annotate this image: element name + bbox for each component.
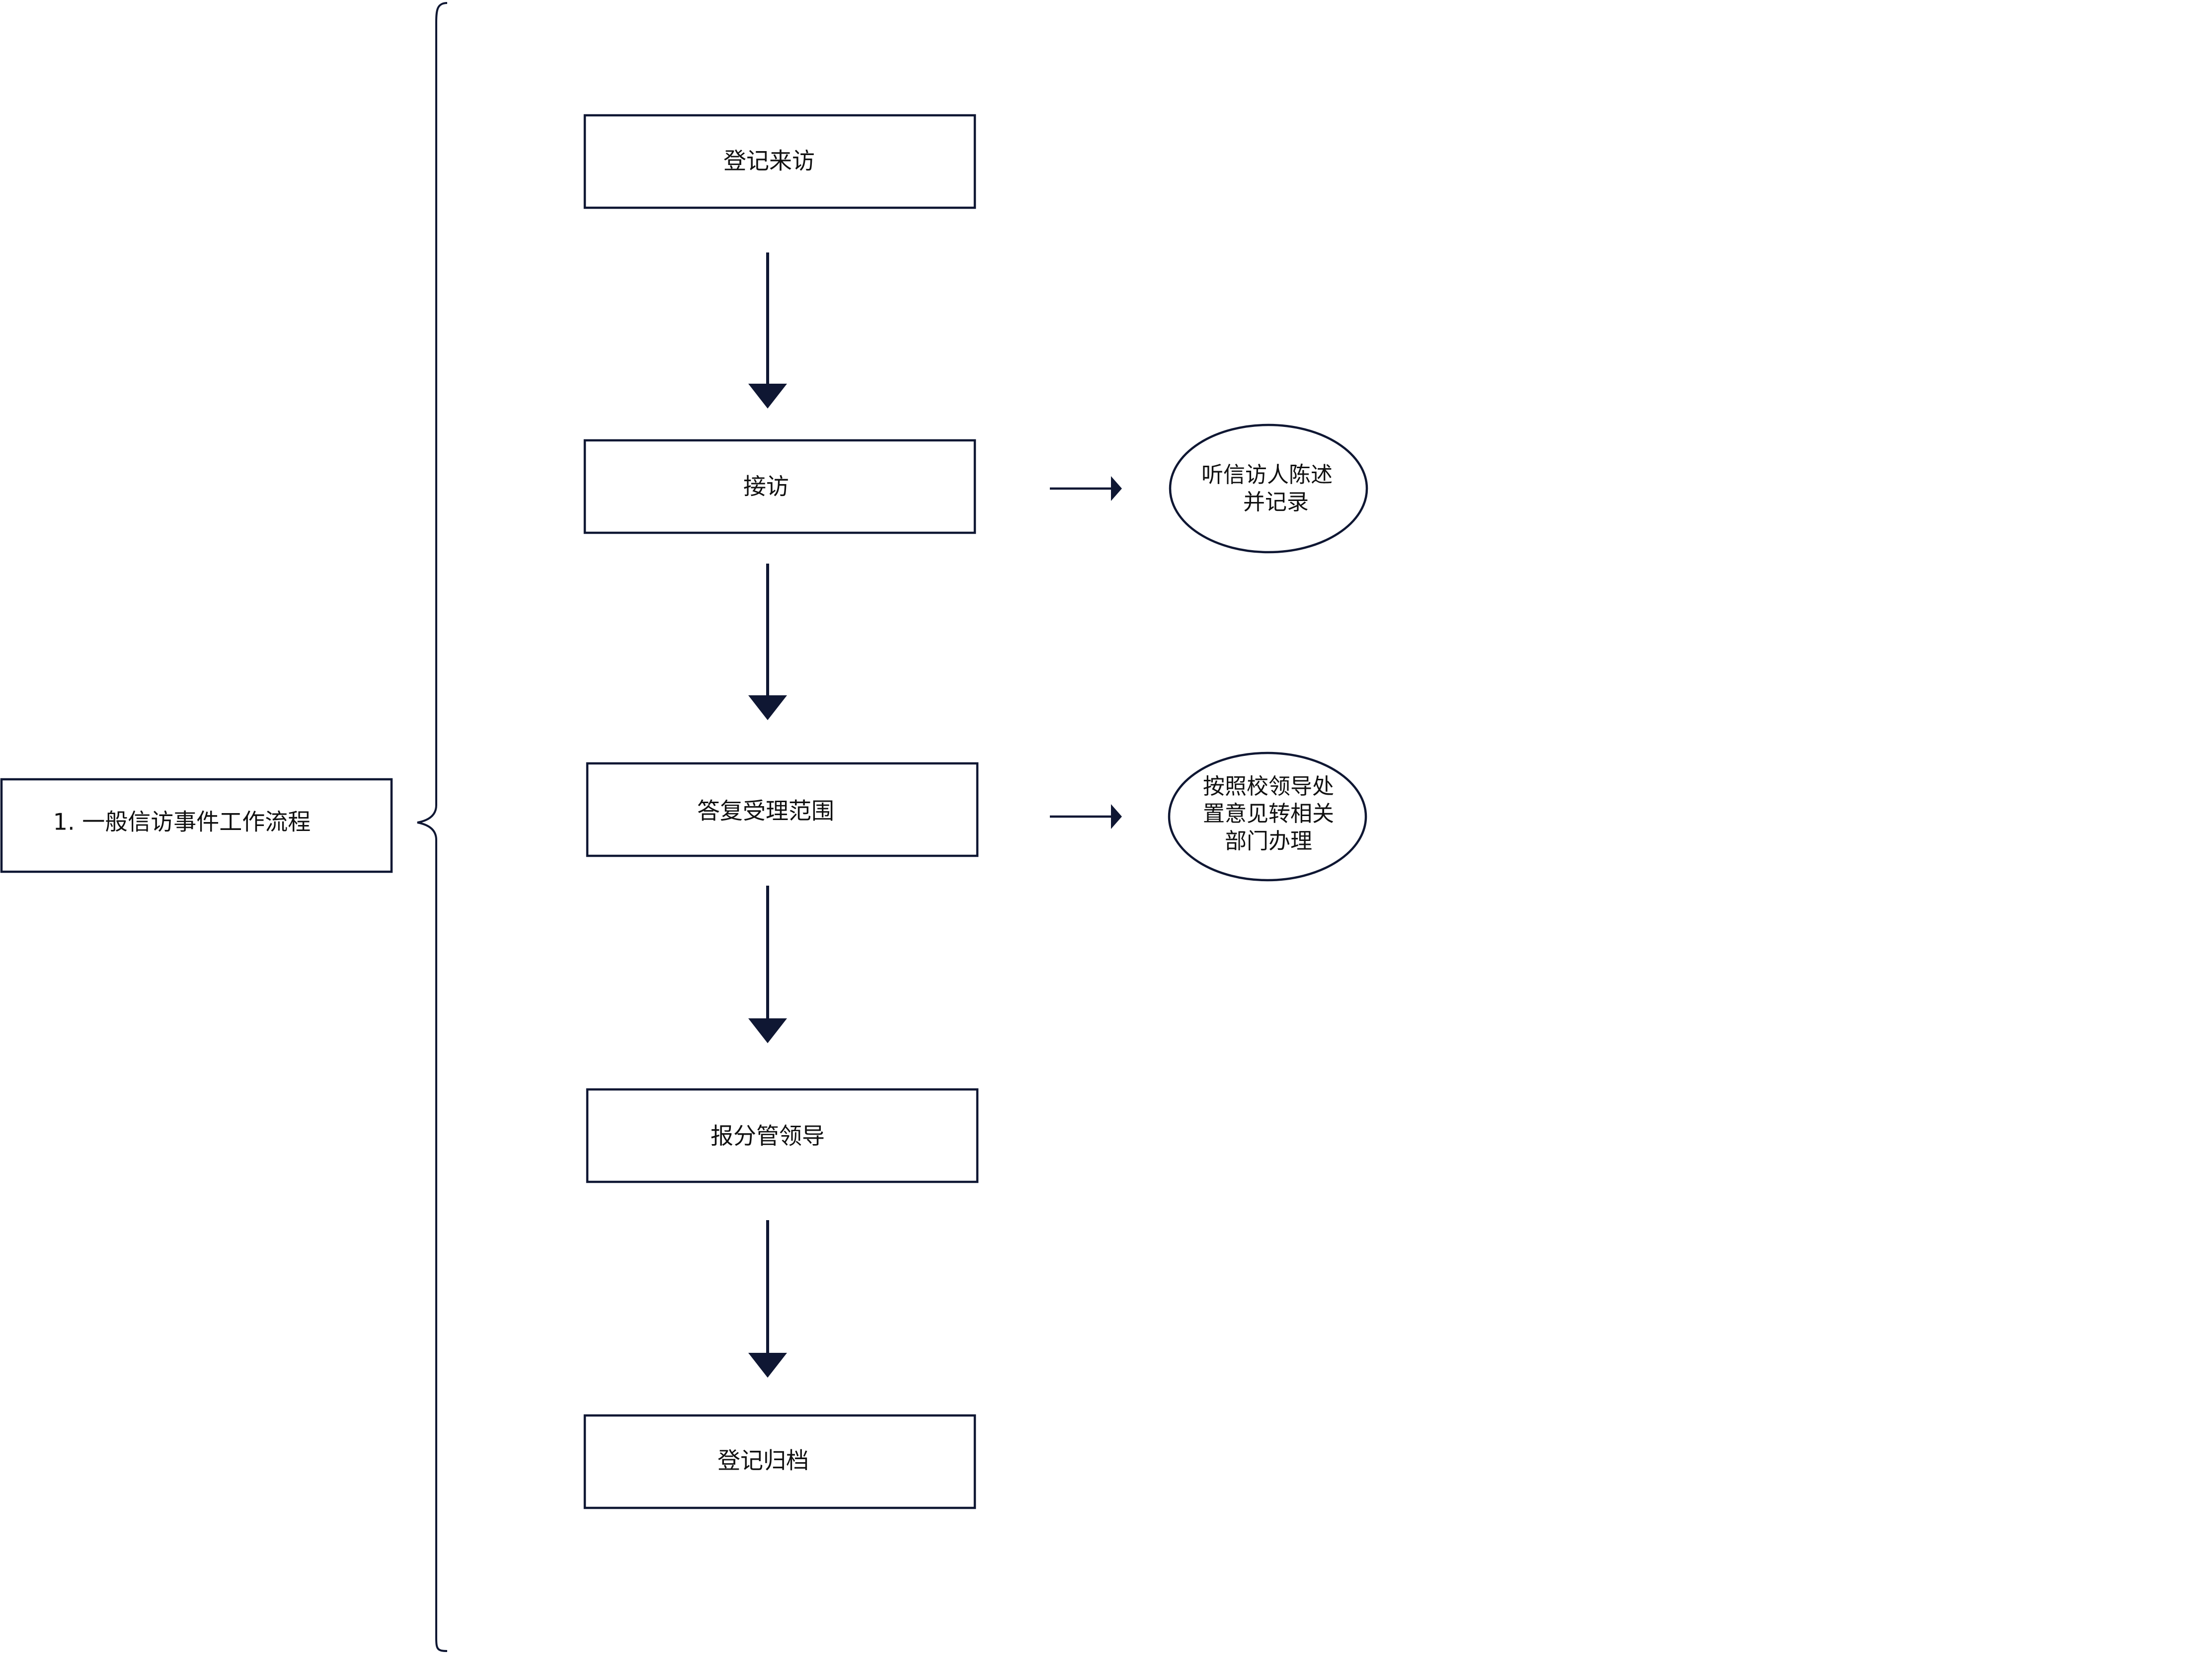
step-node-reply-scope: 答复受理范围 <box>586 762 979 857</box>
note-label-line-1: 听信访人陈述 <box>1201 462 1333 488</box>
step-label: 登记归档 <box>717 1447 809 1474</box>
note-label-line-2: 并记录 <box>1243 490 1309 515</box>
category-box <box>0 778 393 873</box>
note-ellipse <box>1169 423 1368 554</box>
step-box <box>586 762 979 857</box>
category-label: 1. 一般信访事件工作流程 <box>53 809 311 835</box>
step-label: 报分管领导 <box>711 1123 825 1150</box>
note-label-line-1: 按照校领导处 <box>1203 774 1334 799</box>
step-box <box>583 114 976 209</box>
note-label-line-2: 置意见转相关 <box>1203 801 1334 827</box>
category-node: 1. 一般信访事件工作流程 <box>0 778 393 873</box>
step-box <box>583 439 976 534</box>
group-brace <box>417 2 448 1652</box>
step-node-report-leader: 报分管领导 <box>586 1088 979 1183</box>
step-label: 接访 <box>743 473 789 500</box>
flow-arrow-2 <box>748 564 787 720</box>
step-box <box>586 1088 979 1183</box>
step-label: 登记来访 <box>723 148 815 174</box>
step-node-archive: 登记归档 <box>583 1414 976 1509</box>
note-node-transfer-department: 按照校领导处 置意见转相关 部门办理 <box>1168 751 1367 882</box>
side-arrow-1 <box>1050 476 1122 501</box>
flow-arrow-4 <box>748 1220 787 1378</box>
step-label: 答复受理范围 <box>697 798 834 825</box>
step-node-register-visit: 登记来访 <box>583 114 976 209</box>
side-arrow-2 <box>1050 804 1122 829</box>
step-node-receive-visit: 接访 <box>583 439 976 534</box>
note-node-listen-record: 听信访人陈述 并记录 <box>1169 423 1368 554</box>
flow-arrow-3 <box>748 886 787 1043</box>
flow-arrow-1 <box>748 252 787 409</box>
note-label-line-3: 部门办理 <box>1225 828 1312 854</box>
note-ellipse <box>1168 751 1367 882</box>
step-box <box>583 1414 976 1509</box>
